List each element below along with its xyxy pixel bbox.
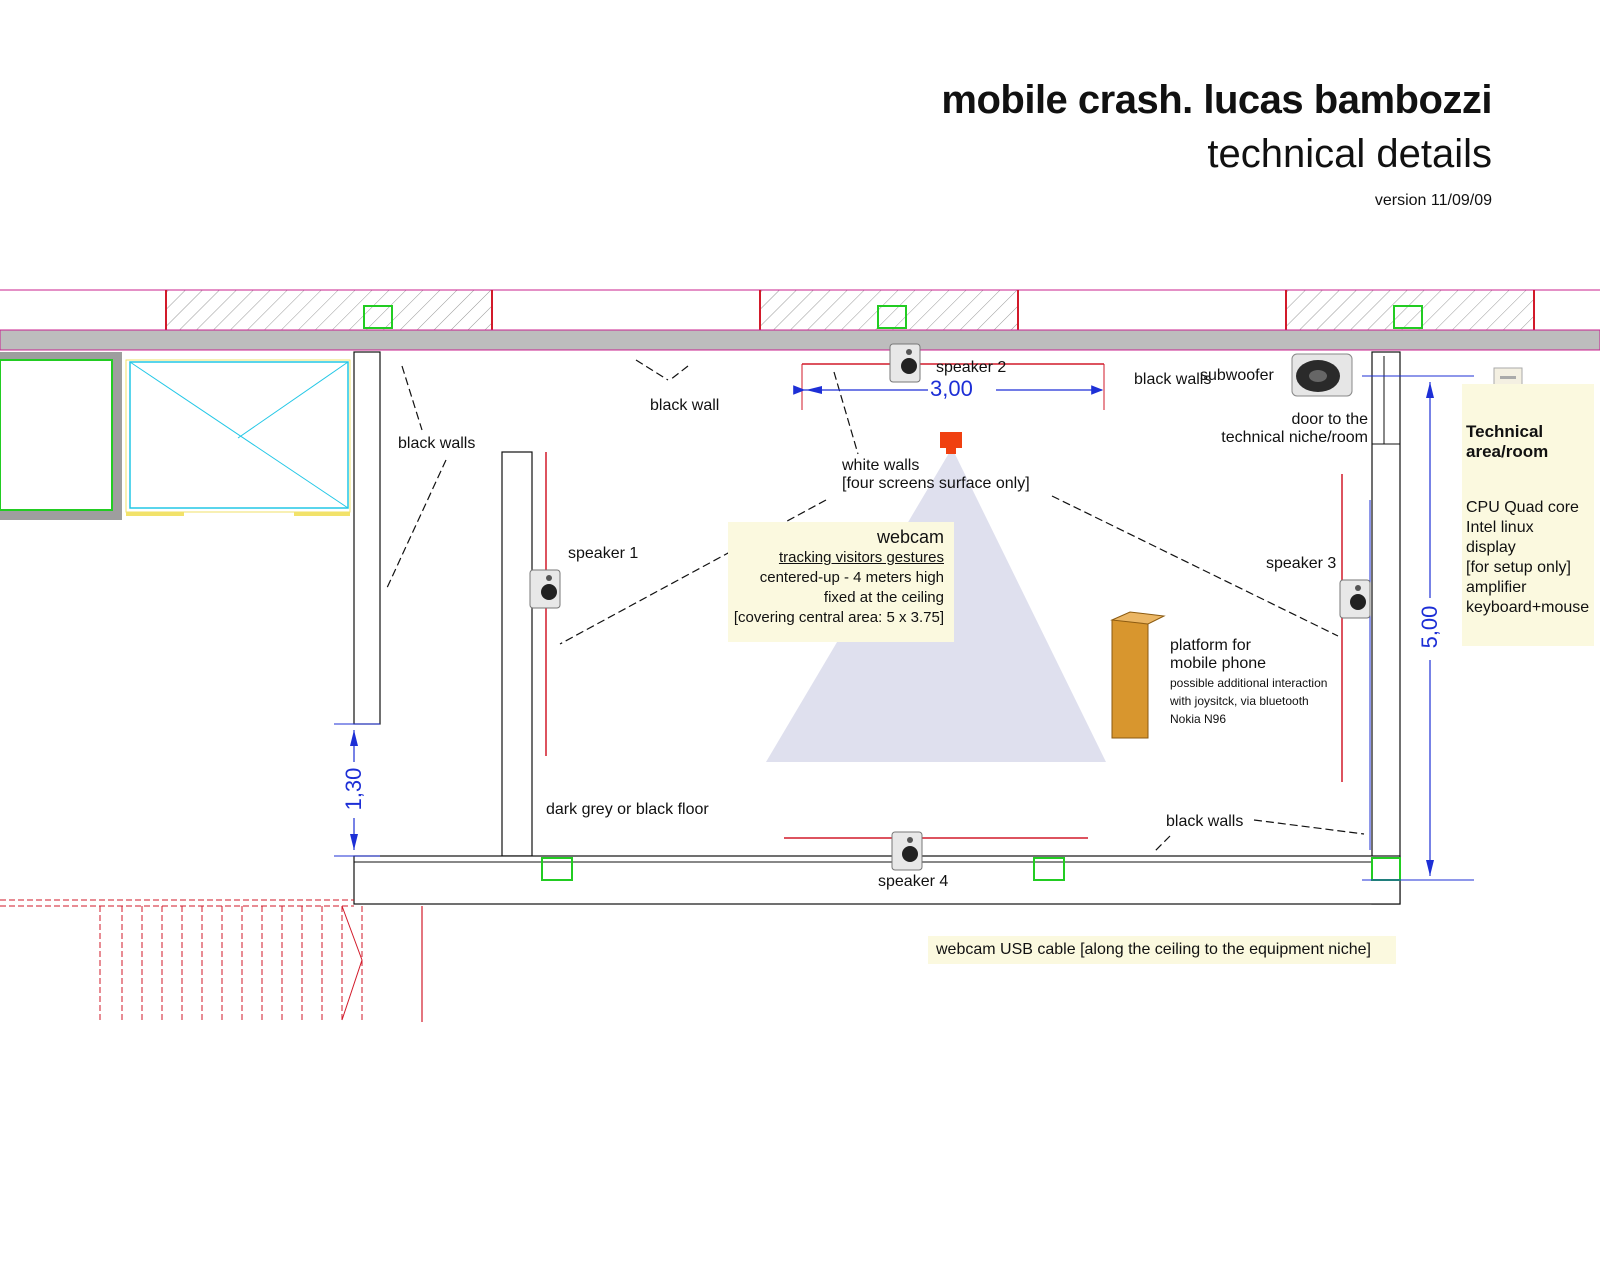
cable-note: webcam USB cable [along the ceiling to t… [928,936,1396,964]
webcam-note-line2: centered-up - 4 meters high [759,569,944,586]
label-subwoofer: subwoofer [1200,367,1274,384]
webcam-note-line3: fixed at the ceiling [823,589,944,606]
partition-walls [353,351,1401,905]
technical-area-note: Technical area/room CPU Quad core Intel … [1462,384,1594,646]
cable-note-text: webcam USB cable [along the ceiling to t… [936,941,1371,958]
tech-area-item: keyboard+mouse [1466,599,1590,616]
dimension-depth [1362,375,1474,881]
label-speaker-2: speaker 2 [936,359,1007,376]
speaker-icon [529,569,561,609]
tech-area-title-line2: area/room [1466,442,1549,461]
dimension-gap [334,723,380,857]
tech-area-item: amplifier [1466,579,1527,596]
label-white-walls-line2: [four screens surface only] [842,475,1030,492]
label-floor: dark grey or black floor [546,801,709,818]
label-black-wall: black wall [650,397,720,414]
tech-area-item: CPU Quad core [1466,499,1579,516]
webcam-icon [940,432,962,454]
platform-pedestal [1110,611,1166,739]
label-black-walls-left: black walls [398,435,476,452]
dimension-gap-label: 1,30 [341,767,366,811]
top-wall [0,289,1600,351]
speaker-icon [1339,579,1371,619]
label-speaker-1: speaker 1 [568,545,639,562]
page-title: mobile crash. lucas bambozzi [941,78,1492,122]
subwoofer-icon [1291,353,1353,397]
speaker-icon [891,831,923,871]
speaker-icon [889,343,921,383]
dimension-width-label: 3,00 [930,376,973,401]
label-platform-detail3: Nokia N96 [1170,712,1227,726]
webcam-note-line1: tracking visitors gestures [778,549,944,566]
label-door-line1: door to the [1291,411,1369,428]
label-door-line2: technical niche/room [1221,429,1368,446]
label-black-walls-right: black walls [1134,371,1212,388]
label-black-walls-bottom: black walls [1166,813,1244,830]
tech-area-title-line1: Technical [1466,422,1544,441]
tech-area-item: Intel linux [1466,519,1534,536]
tech-area-item: [for setup only] [1466,559,1571,576]
webcam-note-line4: [covering central area: 5 x 3.75] [733,609,944,626]
page-subtitle: technical details [1207,132,1492,176]
label-platform-line1: platform for [1170,637,1251,654]
dimension-depth-label: 5,00 [1417,605,1442,649]
stairs [0,899,423,1022]
webcam-note: webcam tracking visitors gestures center… [728,522,954,642]
label-platform-detail1: possible additional interaction [1170,676,1328,690]
label-white-walls-line1: white walls [842,457,920,474]
label-speaker-4: speaker 4 [878,873,949,890]
version-label: version 11/09/09 [1374,192,1492,209]
label-platform-detail2: with joysitck, via bluetooth [1170,694,1309,708]
label-speaker-3: speaker 3 [1266,555,1337,572]
tech-area-item: display [1466,539,1516,556]
left-rooms [0,352,351,520]
label-platform-line2: mobile phone [1170,655,1267,672]
webcam-note-title: webcam [876,527,944,547]
dimension-width [793,385,1104,395]
